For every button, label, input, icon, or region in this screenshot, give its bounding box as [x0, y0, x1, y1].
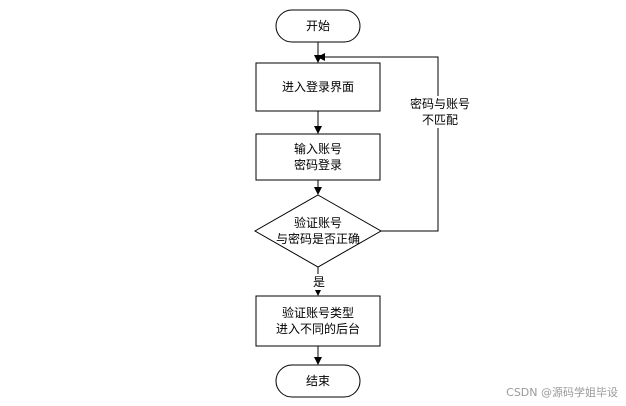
backend-label: 验证账号类型 进入不同的后台: [275, 306, 360, 336]
backend-box: [255, 295, 381, 347]
verify-label: 验证账号 与密码是否正确: [275, 216, 360, 246]
end-label: 结束: [305, 374, 330, 388]
login-page-box: [255, 62, 381, 112]
end-terminator: [275, 364, 361, 398]
login-page-label: 进入登录界面: [281, 80, 354, 94]
mismatch-label: 密码与账号 不匹配: [404, 96, 476, 128]
input-box: [255, 133, 381, 181]
edge-mismatch-loop: [317, 53, 439, 232]
start-label: 开始: [305, 19, 330, 33]
watermark-text: CSDN @源码学姐毕设: [506, 386, 618, 399]
yes-label: 是: [311, 274, 327, 290]
input-label: 输入账号 密码登录: [293, 142, 342, 172]
